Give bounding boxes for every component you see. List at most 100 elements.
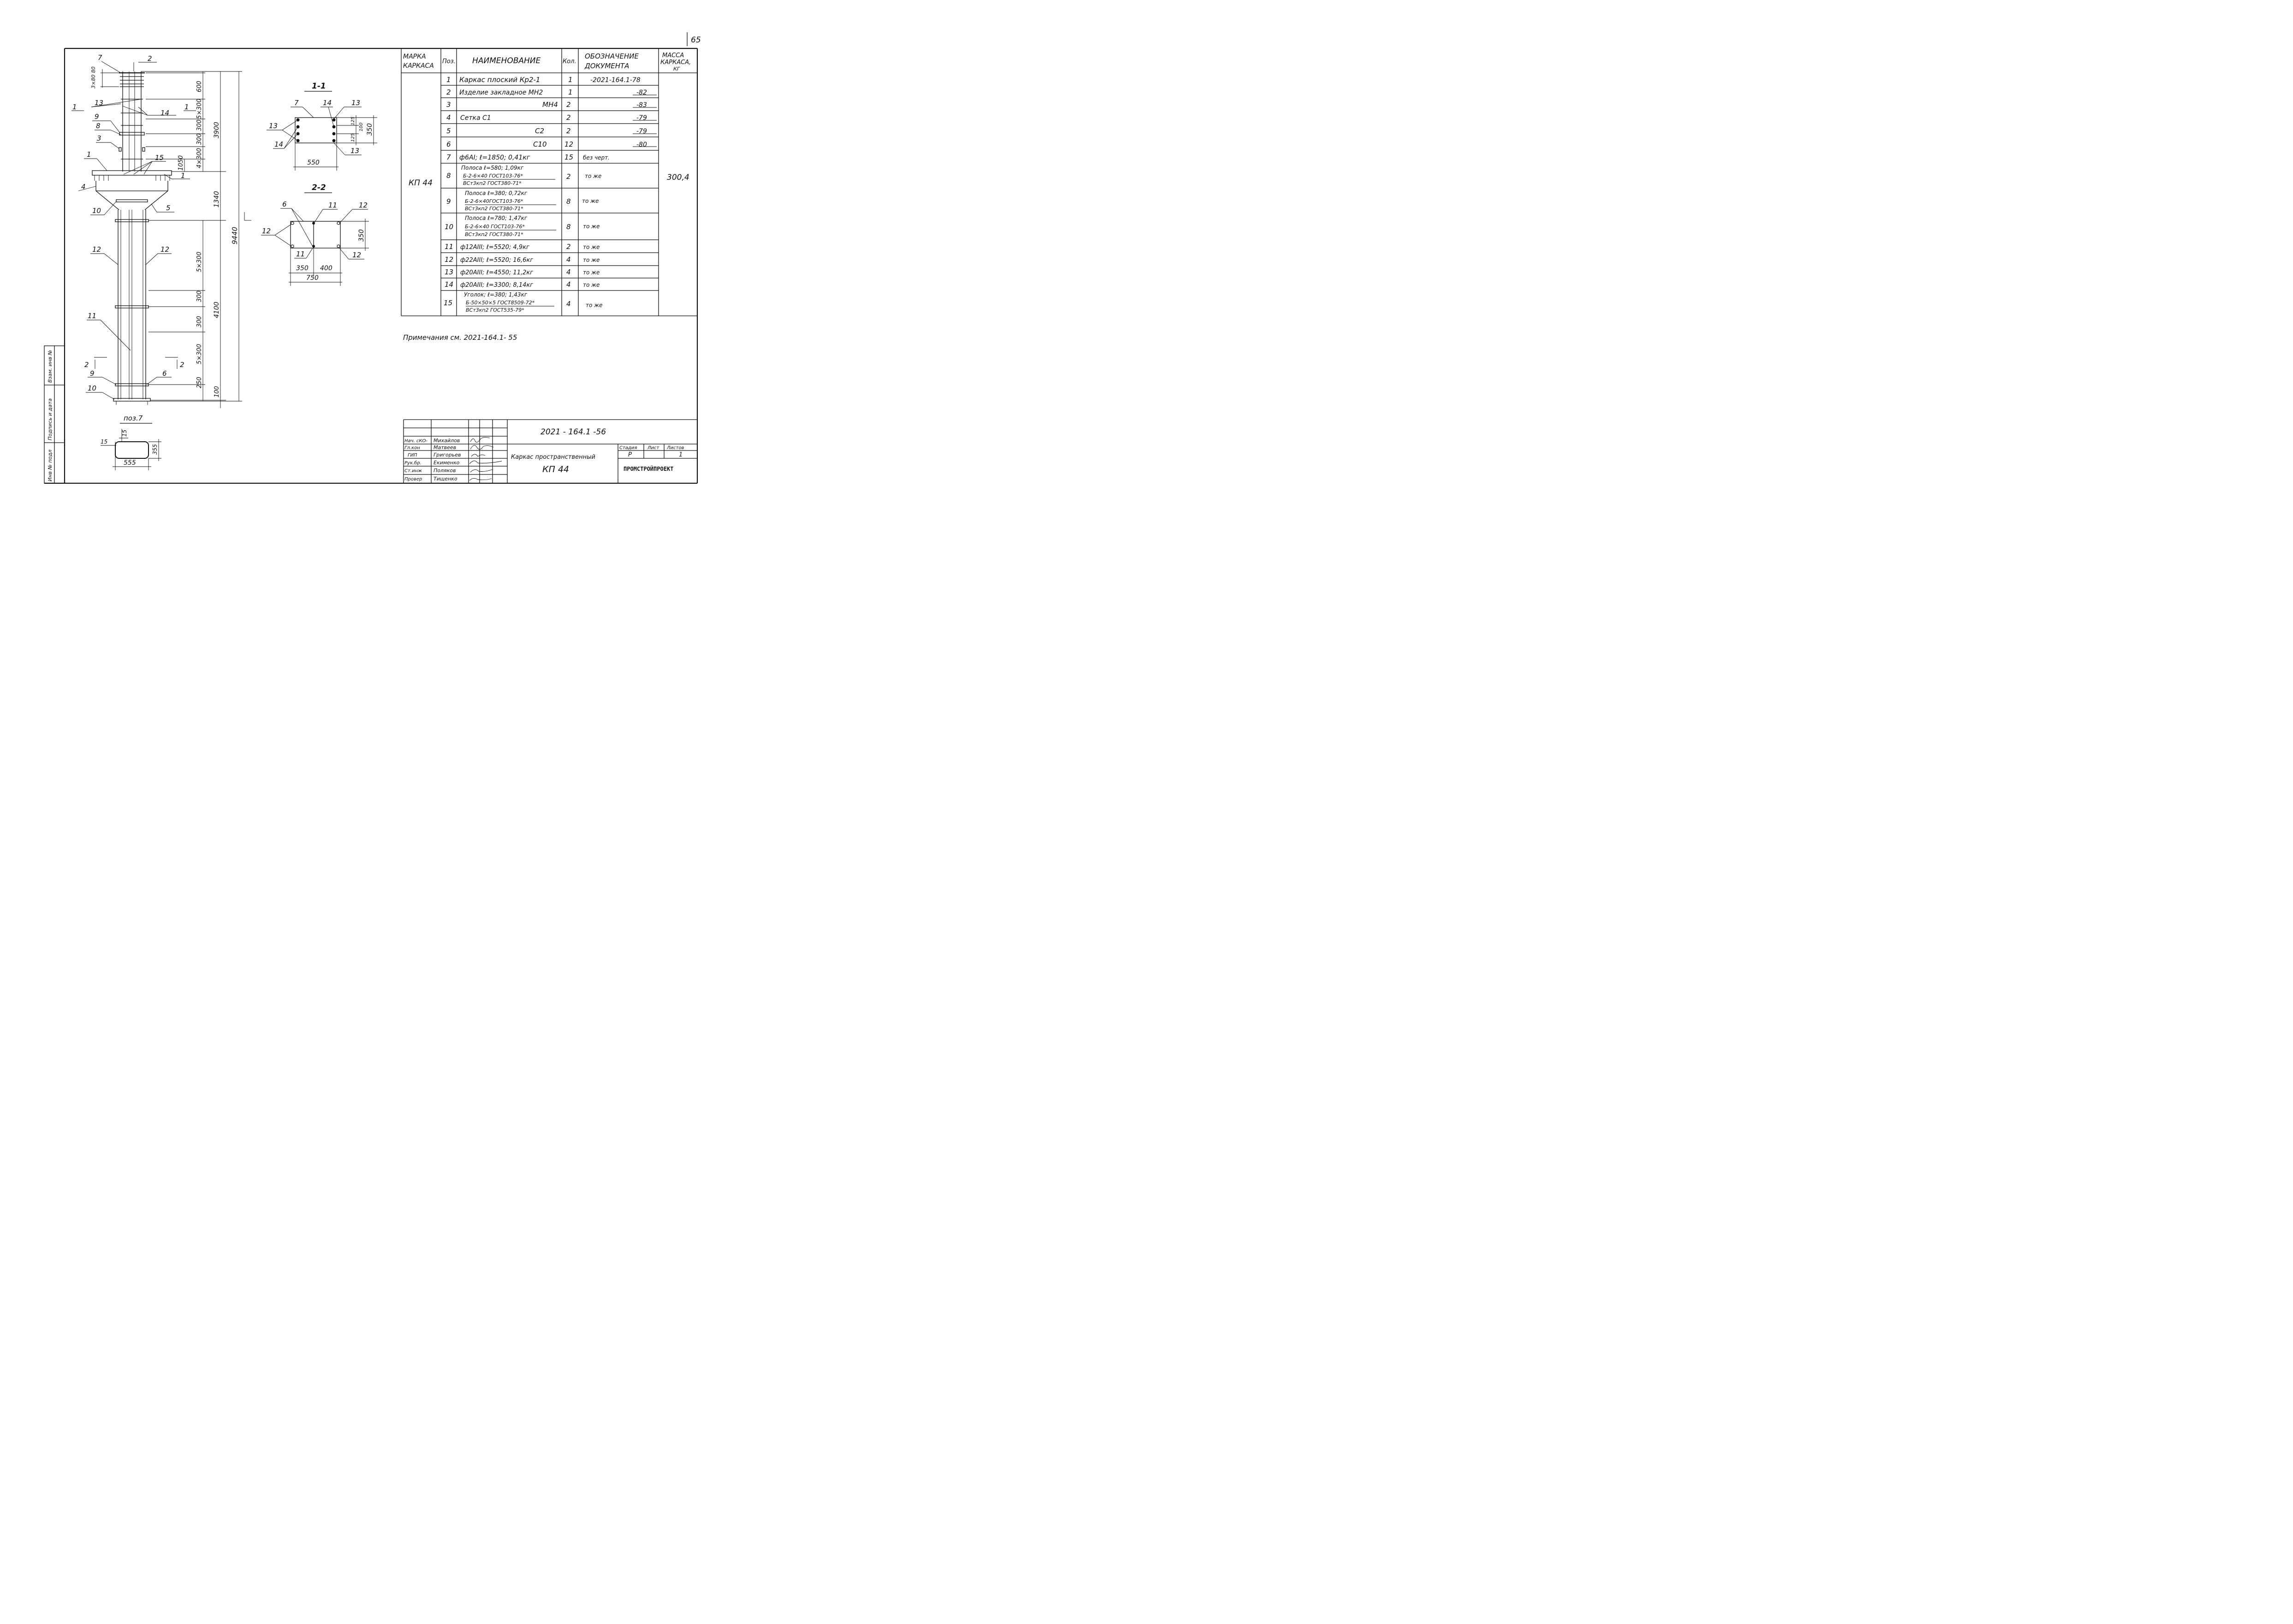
sheets-header: Листов	[666, 445, 684, 450]
pos7-detail: поз.7 555 355 15 15	[101, 414, 161, 470]
stage-value: Р	[628, 451, 632, 458]
row-8-name2: Б-2-6×40 ГОСТ103-76*	[463, 173, 523, 179]
drawing-code: 2021 - 164.1 -56	[541, 427, 606, 437]
row-11-doc: то же	[583, 244, 600, 250]
pos-label-7: 7	[98, 53, 102, 62]
pos-label-10a: 10	[92, 207, 101, 215]
signature-scribble-1	[470, 437, 490, 443]
pos7-title: поз.7	[124, 414, 143, 422]
sheet-header: Лист	[647, 445, 660, 450]
section-1-1-title: 1-1	[312, 82, 326, 91]
s2-pos-12-top: 12	[359, 201, 368, 209]
dim-5x300-mid: 5×300	[196, 252, 203, 272]
pos-label-8: 8	[96, 122, 101, 130]
pos-label-1b: 1	[181, 172, 185, 180]
s2-pos-12-bottom: 12	[352, 251, 361, 259]
pos-label-6: 6	[162, 369, 167, 378]
s1-dim-125b: 125	[350, 133, 356, 142]
row-8-qty: 2	[566, 172, 571, 181]
section-2-2-title: 2-2	[312, 183, 326, 192]
table-mass: 300,4	[667, 173, 689, 182]
row-6-doc: -80	[636, 141, 647, 148]
row-15-qty: 4	[566, 300, 571, 308]
row-1-qty: 1	[568, 76, 573, 84]
signature-scribble-4	[469, 461, 502, 464]
title-line-1: Каркас пространственный	[511, 454, 595, 461]
pos-label-4: 4	[81, 183, 86, 191]
side-label-inventory: Инв № подл	[47, 450, 53, 481]
signature-scribble-6	[469, 478, 492, 481]
s2-dim-350: 350	[296, 265, 309, 272]
row-2-pos: 2	[446, 88, 451, 96]
pos-label-3: 3	[97, 134, 101, 142]
s1-dim-350: 350	[366, 123, 374, 136]
sig-name-1: Михайлов	[434, 438, 460, 444]
row-9-name3: ВСт3кп2 ГОСТ380-71*	[465, 206, 523, 212]
sheet-number: 65	[691, 36, 701, 45]
row-6-qty: 12	[564, 140, 573, 148]
s1-pos-7: 7	[294, 99, 299, 107]
section-1-1: 1-1 7 14 13 13 14 13 550	[267, 82, 377, 171]
hdr-qty: Кол.	[563, 58, 576, 65]
sig-name-5: Поляков	[434, 468, 456, 474]
dim-9440: 9440	[231, 227, 239, 244]
row-3-pos: 3	[446, 101, 451, 109]
side-label-replace: Взам. инв №	[47, 350, 53, 383]
row-9-qty: 8	[566, 197, 571, 206]
s1-pos-13-left: 13	[269, 122, 278, 130]
note-text: Примечания см. 2021-164.1- 55	[403, 333, 517, 342]
sig-name-2: Матвеев	[434, 445, 456, 450]
pos7-dim-555: 555	[124, 459, 136, 467]
row-5-doc: -79	[636, 128, 647, 135]
row-12-qty: 4	[566, 255, 571, 264]
row-11-qty: 2	[566, 243, 571, 251]
pos-label-5: 5	[166, 204, 171, 212]
pos-label-2: 2	[148, 54, 152, 63]
row-8-name: Полоса ℓ=580; 1,09кг	[461, 165, 524, 171]
row-10-qty: 8	[566, 223, 571, 231]
row-6-name: С10	[533, 140, 547, 148]
dim-5x300-upper: 5×300	[196, 99, 203, 119]
row-2-doc: -82	[636, 89, 647, 96]
pos7-dim-15-top: 15	[121, 430, 128, 437]
pos-label-9b: 9	[90, 369, 95, 378]
row-15-name2: Б-50×50×5 ГОСТ8509-72*	[466, 300, 535, 306]
row-3-qty: 2	[566, 101, 571, 109]
row-13-pos: 13	[445, 268, 453, 276]
dim-300-d: 300	[196, 316, 203, 327]
sig-role-2: Гл.кон	[404, 445, 420, 450]
row-2-name: Изделие закладное МН2	[459, 89, 543, 96]
row-4-name: Сетка С1	[460, 114, 491, 122]
row-6-pos: 6	[446, 140, 451, 148]
row-3-name: МН4	[542, 101, 558, 109]
section-2-2: 2-2 6 11 12 12 11 12 350 400	[261, 183, 369, 286]
hdr-mass-2: КАРКАСА,	[660, 59, 691, 66]
dim-4x300: 4×300	[196, 148, 203, 168]
row-13-doc: то же	[583, 269, 600, 276]
s2-dim-400: 400	[320, 265, 333, 272]
s1-pos-14: 14	[323, 99, 332, 107]
row-8-doc: то же	[585, 173, 601, 179]
pos-label-12a: 12	[92, 245, 101, 254]
row-12-name: ф22АIII; ℓ=5520; 16,6кг	[460, 257, 533, 264]
section-mark-2-left: 2	[84, 361, 89, 369]
drawing-sheet: 65 Взам. инв № Подпись и дата Инв № подл	[44, 32, 701, 484]
row-8-name3: ВСт3кп2 ГОСТ380-71*	[463, 180, 522, 186]
signature-scribble-5	[470, 469, 493, 473]
dim-5x300-lower: 5×300	[196, 344, 203, 364]
s2-pos-6: 6	[282, 200, 287, 208]
s1-dim-100: 100	[359, 123, 364, 131]
hdr-pos: Поз.	[442, 58, 456, 65]
row-7-doc: без черт.	[583, 154, 610, 161]
row-8-pos: 8	[446, 172, 451, 180]
row-9-name2: Б-2-6×40ГОСТ103-76*	[465, 198, 523, 204]
title-line-2: КП 44	[542, 464, 569, 474]
row-10-doc: то же	[583, 223, 600, 230]
row-15-name3: ВСт3кп2 ГОСТ535-79*	[466, 307, 524, 313]
section-mark-1-left: 1	[72, 103, 77, 111]
row-15-doc: то же	[586, 302, 602, 308]
row-5-qty: 2	[566, 127, 571, 135]
s2-pos-12-left: 12	[262, 227, 271, 235]
row-9-pos: 9	[446, 197, 451, 206]
s1-dim-550: 550	[307, 159, 320, 166]
